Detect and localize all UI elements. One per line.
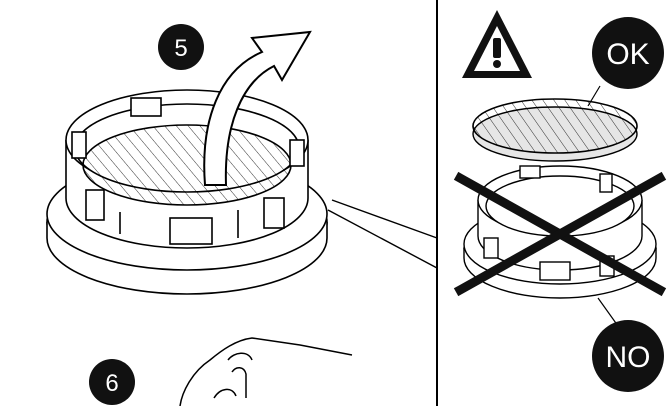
ring-holder-with-filter	[46, 89, 328, 295]
step-5-badge: 5	[158, 24, 204, 70]
hand-illustration	[179, 337, 353, 407]
step-6-number: 6	[105, 370, 118, 397]
no-label: NO	[606, 341, 651, 374]
step-6-badge: 6	[89, 359, 135, 405]
inset-panel: OK N	[436, 0, 668, 409]
no-badge: NO	[592, 297, 664, 392]
warning-triangle-icon	[462, 10, 532, 78]
ok-label: OK	[606, 38, 649, 71]
step-5-number: 5	[174, 35, 187, 62]
cross-mark-icon	[453, 171, 667, 297]
filter-disc-correct	[472, 98, 638, 162]
callout-line	[327, 199, 438, 269]
lift-arrow-icon	[203, 30, 312, 186]
ok-badge: OK	[587, 17, 664, 107]
